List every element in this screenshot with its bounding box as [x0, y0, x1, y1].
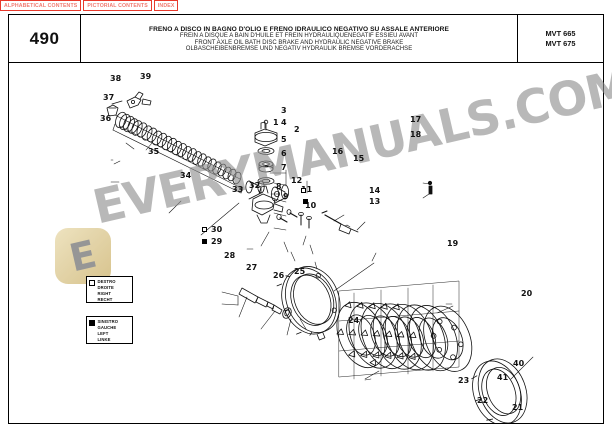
legend-right-right: RIGHT	[97, 290, 112, 296]
side-marker-filled-3	[202, 239, 207, 244]
callout-34: 34	[180, 171, 192, 180]
callout-28: 28	[224, 251, 236, 260]
callout-23: 23	[458, 376, 470, 385]
callout-3: 3	[281, 106, 287, 115]
callout-15: 15	[353, 154, 365, 163]
title-italian: FRENO A DISCO IN BAGNO D'OLIO E FRENO ID…	[149, 26, 449, 34]
side-marker-hollow-0	[301, 188, 306, 193]
legend-right-droite: DROITE	[97, 284, 114, 290]
callout-12: 12	[291, 176, 303, 185]
title-french: FREIN A DISQUE A BAIN D'HUILE ET FREIN H…	[179, 33, 419, 40]
assembly-drawing	[106, 91, 534, 423]
callout-20: 20	[521, 289, 533, 298]
legend-left-left: LEFT	[97, 330, 109, 336]
side-marker-filled-1	[303, 199, 308, 204]
model-mvt-665: MVT 665	[545, 29, 576, 39]
callout-5: 5	[281, 135, 287, 144]
callout-1: 1	[273, 118, 279, 127]
callout-25: 25	[294, 267, 306, 276]
page-number: 490	[29, 29, 60, 48]
top-navigation-bar: ALPHABETICAL CONTENTS PICTORIAL CONTENTS…	[0, 0, 180, 12]
title-english: FRONT AXLE OIL BATH DISC BRAKE AND HYDRA…	[194, 39, 404, 46]
callout-30: 30	[211, 225, 223, 234]
legend-marker-filled-icon	[89, 319, 95, 326]
callout-10: 10	[305, 201, 317, 210]
page-number-cell: 490	[9, 15, 81, 63]
callout-13: 13	[369, 197, 381, 206]
legend-left-gauche: GAUCHE	[97, 324, 117, 330]
callout-6: 6	[281, 149, 287, 158]
legend-right-destro: DESTRO	[97, 278, 116, 284]
nav-chip-index[interactable]: INDEX	[153, 0, 179, 11]
callout-26: 26	[273, 271, 285, 280]
callout-22: 22	[477, 396, 489, 405]
callout-40: 40	[513, 359, 525, 368]
legend-right-side: DESTRO DROITE RIGHT RECHT	[86, 276, 133, 303]
callout-19: 19	[447, 239, 459, 248]
nav-chip-alphabetical-contents[interactable]: ALPHABETICAL CONTENTS	[0, 0, 82, 11]
callout-16: 16	[332, 147, 344, 156]
callout-35: 35	[148, 147, 160, 156]
callout-8: 8	[276, 182, 282, 191]
callout-2: 2	[294, 125, 300, 134]
drawing-frame: 490 FRENO A DISCO IN BAGNO D'OLIO E FREN…	[8, 14, 604, 424]
callout-32: 32	[249, 181, 261, 190]
callout-27: 27	[246, 263, 258, 272]
callout-41: 41	[497, 373, 509, 382]
legend-left-sinistro: SINISTRO	[97, 318, 119, 324]
callout-17: 17	[410, 115, 422, 124]
title-block: 490 FRENO A DISCO IN BAGNO D'OLIO E FREN…	[9, 15, 603, 63]
callout-29: 29	[211, 237, 223, 246]
model-mvt-675: MVT 675	[545, 39, 576, 48]
callout-21: 21	[512, 403, 524, 412]
legend-left-side: SINISTRO GAUCHE LEFT LINKE	[86, 316, 133, 344]
callout-18: 18	[410, 130, 422, 139]
title-german: OLBASCHEIBENBREMSE UND NEGATIV HYDRAULIK…	[185, 46, 413, 53]
legend-right-recht: RECHT	[97, 296, 113, 302]
callout-38: 38	[110, 74, 122, 83]
callout-14: 14	[369, 186, 381, 195]
callout-24: 24	[348, 316, 360, 325]
title-text-cell: FRENO A DISCO IN BAGNO D'OLIO E FRENO ID…	[81, 15, 518, 63]
callout-9: 9	[283, 192, 289, 201]
callout-11: 11	[301, 185, 313, 194]
callout-7: 7	[281, 163, 287, 172]
callout-37: 37	[103, 93, 115, 102]
legend-marker-hollow-icon	[89, 279, 95, 286]
exploded-view-illustration	[9, 63, 603, 423]
side-marker-hollow-2	[202, 227, 207, 232]
callout-39: 39	[140, 72, 152, 81]
nav-chip-pictorial-contents[interactable]: PICTORIAL CONTENTS	[83, 0, 152, 11]
model-list-cell: MVT 665 MVT 675	[518, 15, 603, 63]
callout-33: 33	[232, 185, 244, 194]
legend-left-linke: LINKE	[97, 336, 111, 342]
callout-4: 4	[281, 118, 287, 127]
callout-36: 36	[100, 114, 112, 123]
